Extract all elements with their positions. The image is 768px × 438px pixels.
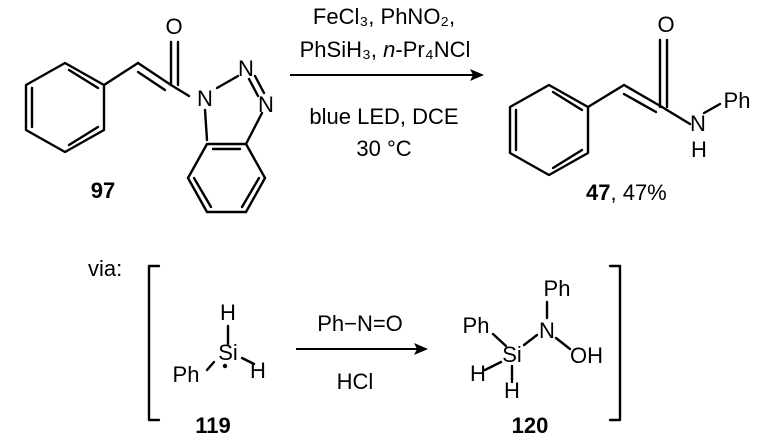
- adduct-ph-top: Ph: [544, 276, 571, 301]
- atom-n3: N: [258, 92, 274, 117]
- compound-label-97: 97: [91, 178, 115, 203]
- conditions-line-2: PhSiH₃, n-Pr₄NCl: [300, 37, 471, 62]
- left-bracket: [147, 264, 161, 422]
- product-phenyl-ring: [508, 83, 590, 177]
- top-reaction-conditions: FeCl₃, PhNO₂, PhSiH₃, n-Pr₄NCl blue LED,…: [290, 4, 484, 161]
- product-phenyl-label: Ph: [724, 88, 751, 113]
- silyl-h-top: H: [220, 300, 236, 325]
- radical-dot: [222, 363, 228, 369]
- chain-bond: [102, 61, 140, 87]
- mechanism-box: via: H Si H Ph 119 Ph−N=O HCl Ph N Ph Si…: [88, 256, 622, 438]
- product-alkene-double-bond: [622, 83, 664, 109]
- phenyl-ring: [24, 61, 106, 154]
- alkene-double-bond: [136, 61, 173, 87]
- conditions-line-1: FeCl₃, PhNO₂,: [313, 4, 455, 29]
- atom-n1: N: [197, 86, 213, 111]
- compound-label-120: 120: [512, 413, 549, 438]
- adduct-ph-si: Ph: [463, 313, 490, 338]
- adduct-si: Si: [502, 342, 522, 367]
- reaction-arrowhead: [470, 69, 484, 81]
- conditions-line-4: 30 °C: [356, 136, 411, 161]
- mechanism-arrowhead: [414, 343, 428, 355]
- atom-n2: N: [238, 56, 254, 81]
- silyl-si: Si: [218, 340, 238, 365]
- atom-o: O: [165, 14, 182, 39]
- right-bracket: [608, 264, 622, 422]
- silyl-ph: Ph: [173, 362, 200, 387]
- via-label: via:: [88, 256, 122, 281]
- adduct-oh: OH: [570, 343, 603, 368]
- amide-bond: [660, 105, 692, 126]
- reagent-nitrosobenzene: Ph−N=O: [317, 311, 403, 336]
- benzo-ring: [186, 142, 267, 214]
- adduct-n: N: [539, 318, 555, 343]
- silyl-h-right: H: [250, 358, 266, 383]
- adduct-h-bottom: H: [504, 378, 520, 403]
- conditions-line-3: blue LED, DCE: [309, 104, 458, 129]
- compound-label-119: 119: [195, 413, 231, 438]
- compound-47-structure: O N H Ph 47, 47%: [508, 12, 751, 205]
- product-atom-o: O: [657, 12, 674, 37]
- product-atom-n: N: [690, 111, 706, 136]
- adduct-h-left: H: [470, 361, 486, 386]
- carbonyl-n-bond: [169, 83, 191, 98]
- compound-97-structure: O N N N 97: [24, 14, 274, 214]
- product-label: 47, 47%: [586, 180, 667, 205]
- product-atom-h: H: [691, 137, 707, 162]
- reagent-hcl: HCl: [337, 369, 374, 394]
